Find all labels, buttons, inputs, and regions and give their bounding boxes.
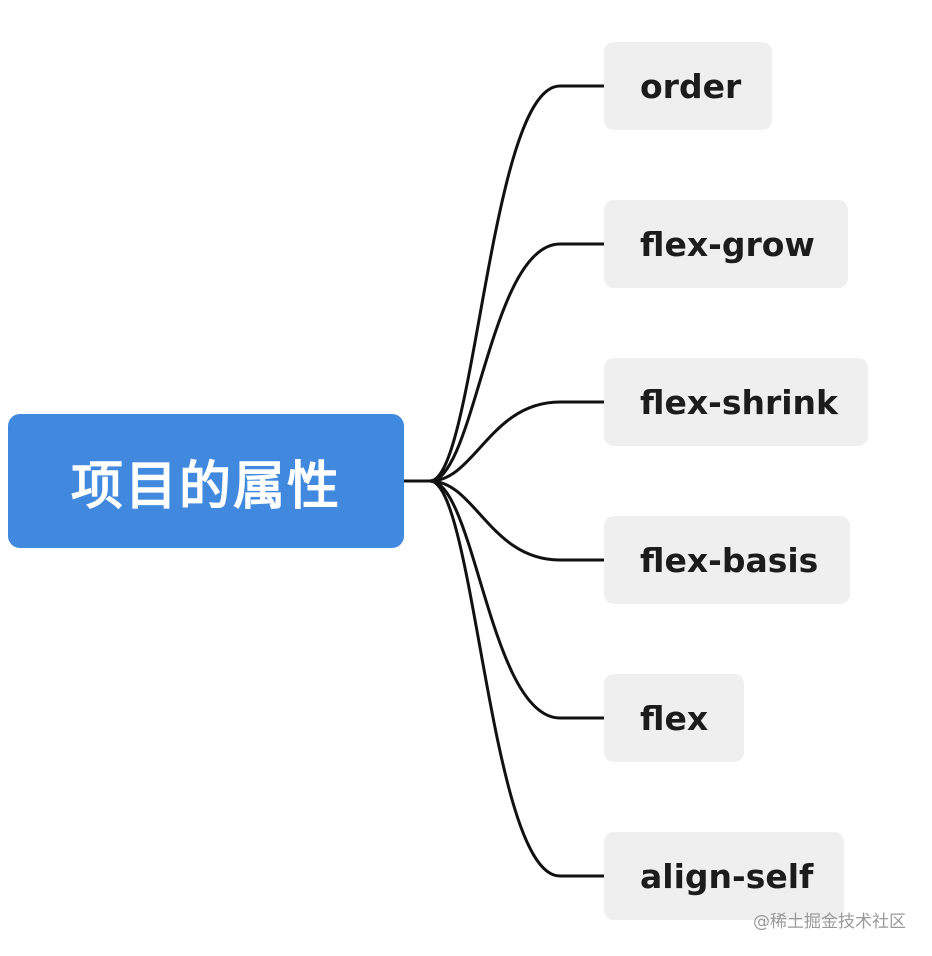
connector-flex <box>428 479 606 720</box>
child-topic-flex[interactable]: flex <box>604 674 744 762</box>
child-topic-flex-basis[interactable]: flex-basis <box>604 516 850 604</box>
connector-align-self <box>428 479 606 878</box>
child-topic-flex-shrink[interactable]: flex-shrink <box>604 358 868 446</box>
connector-flex-grow <box>428 242 606 483</box>
child-topic-label: align-self <box>640 856 814 896</box>
connector-flex-shrink <box>428 400 606 483</box>
child-topic-order[interactable]: order <box>604 42 772 130</box>
child-topic-label: flex-shrink <box>640 382 838 422</box>
connector-flex-basis <box>428 479 606 562</box>
child-topic-align-self[interactable]: align-self <box>604 832 844 920</box>
root-topic[interactable]: 项目的属性 <box>8 414 404 548</box>
child-topic-label: order <box>640 66 742 106</box>
child-topic-label: flex-grow <box>640 224 815 264</box>
watermark: @稀土掘金技术社区 <box>753 912 906 932</box>
child-topic-flex-grow[interactable]: flex-grow <box>604 200 848 288</box>
connector-order <box>428 84 606 483</box>
root-topic-label: 项目的属性 <box>70 456 341 517</box>
child-topic-label: flex <box>640 698 709 738</box>
child-topic-label: flex-basis <box>640 540 819 580</box>
